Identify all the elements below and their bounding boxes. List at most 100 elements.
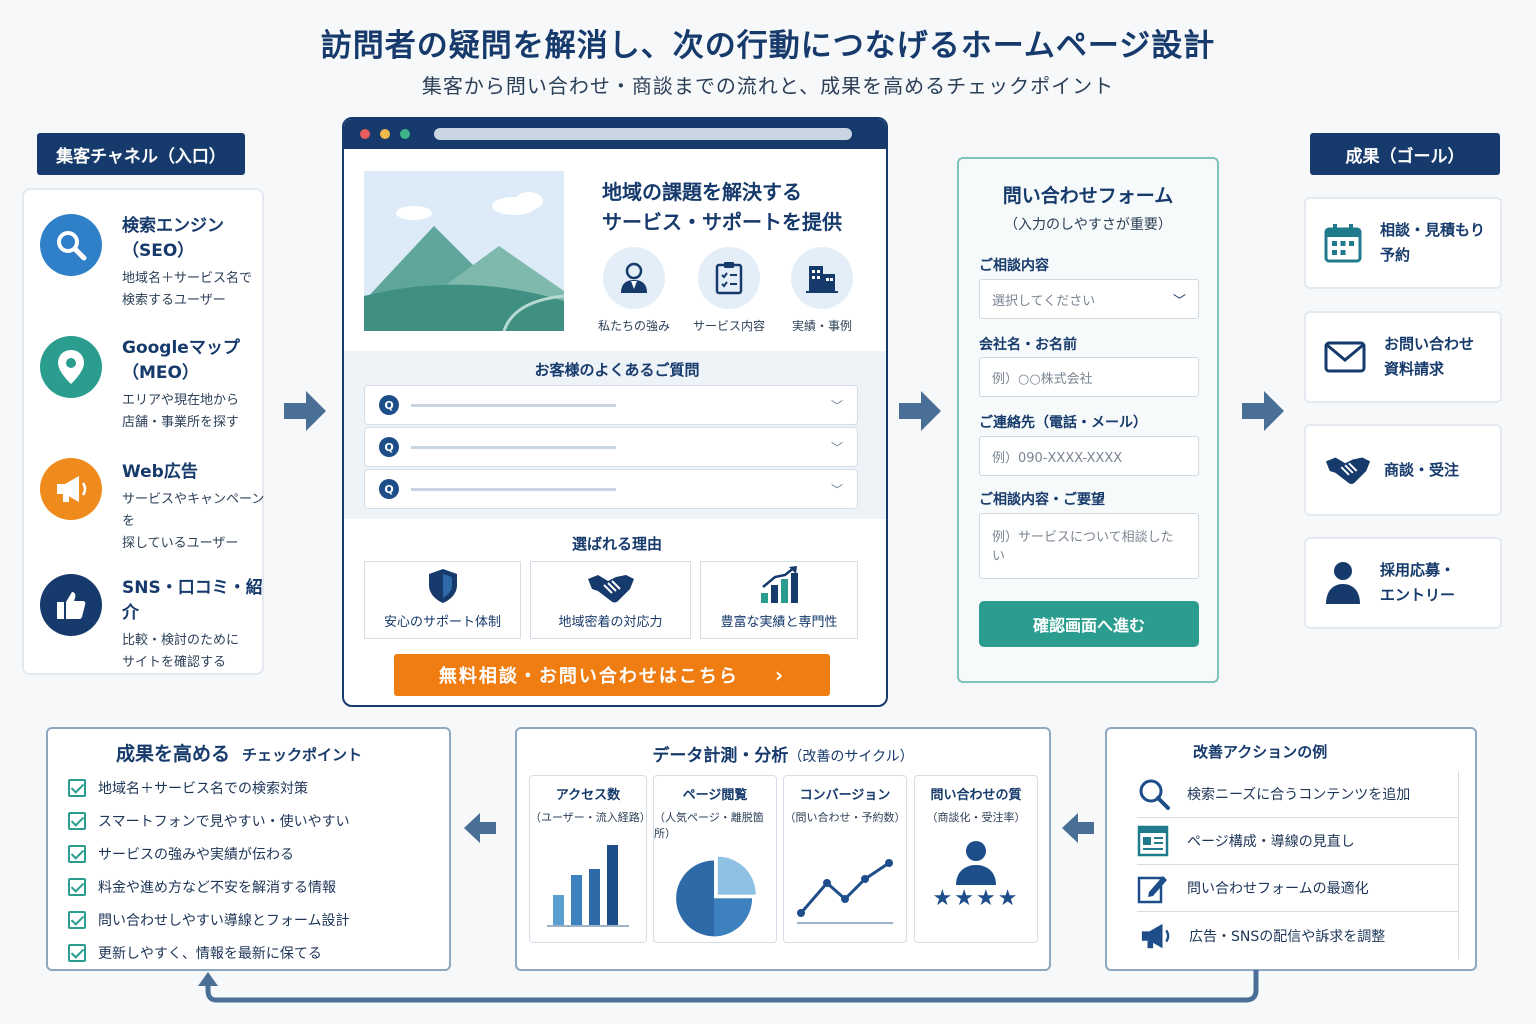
goal-card: お問い合わせ資料請求	[1304, 311, 1502, 403]
website-mockup: 地域の課題を解決する サービス・サポートを提供 私たちの強み サービス内容 実績…	[342, 117, 888, 707]
flow-arrow-left-icon	[1060, 810, 1096, 846]
request-textarea[interactable]: 例）サービスについて相談したい	[979, 513, 1199, 579]
checklist-item: スマートフォンで見やすい・使いやすい	[68, 804, 350, 837]
faq-item[interactable]: Q ﹀	[364, 469, 858, 509]
goal-card: 商談・受注	[1304, 424, 1502, 516]
chevron-right-icon: ›	[774, 663, 786, 687]
faq-item[interactable]: Q ﹀	[364, 385, 858, 425]
checkbox-checked-icon	[68, 778, 86, 797]
channel-desc: 比較・検討のために	[122, 633, 240, 648]
mail-icon	[1324, 341, 1366, 373]
megaphone-icon	[1141, 923, 1170, 948]
service-link-content[interactable]: サービス内容	[687, 247, 771, 334]
rating-icon	[956, 841, 996, 885]
reasons-title: 選ばれる理由	[571, 535, 662, 553]
goal-label: 予約	[1380, 246, 1411, 264]
calendar-icon	[1324, 224, 1362, 263]
goal-label: 商談・受注	[1384, 460, 1460, 479]
faq-placeholder-line	[411, 403, 616, 407]
service-link-cases[interactable]: 実績・事例	[784, 247, 860, 334]
channel-title: SNS・口コミ・紹介	[122, 578, 263, 623]
actions-title: 改善アクションの例	[1193, 743, 1328, 761]
analysis-title: データ計測・分析	[652, 746, 789, 766]
address-bar[interactable]	[434, 128, 852, 140]
action-item: 問い合わせフォームの最適化	[1137, 865, 1458, 912]
input-placeholder: 例）090-XXXX-XXXX	[992, 450, 1123, 466]
shield-icon	[428, 569, 457, 603]
checklist-item: 料金や進め方など不安を解消する情報	[68, 870, 350, 903]
flow-arrow-right-icon	[1240, 388, 1286, 434]
input-placeholder: 例）サービスについて相談したい	[992, 530, 1174, 564]
line-chart-icon	[797, 859, 893, 924]
thumbs-up-icon	[40, 574, 102, 636]
action-item: ページ構成・導線の見直し	[1137, 818, 1458, 865]
metric-subtitle: （ユーザー・流入経路）	[530, 811, 651, 824]
person-icon	[1326, 562, 1360, 604]
contact-input[interactable]: 例）090-XXXX-XXXX	[979, 436, 1199, 476]
contact-form-panel: 問い合わせフォーム （入力のしやすさが重要） ご相談内容 選択してください ﹀ …	[957, 157, 1219, 683]
page-title: 訪問者の疑問を解消し、次の行動につなげるホームページ設計	[320, 28, 1216, 64]
search-icon	[40, 214, 102, 276]
reason-label: 豊富な実績と専門性	[720, 615, 838, 630]
consultation-select[interactable]: 選択してください ﹀	[979, 279, 1199, 319]
faq-placeholder-line	[411, 487, 616, 491]
staff-icon	[603, 247, 665, 309]
hero-headline: サービス・サポートを提供	[602, 210, 842, 234]
channel-desc: 地域名＋サービス名で	[122, 271, 253, 286]
growth-chart-icon	[761, 566, 798, 603]
cta-label: 無料相談・お問い合わせはこちら	[438, 666, 739, 687]
checkbox-checked-icon	[68, 844, 86, 863]
layout-icon	[1137, 825, 1169, 857]
channel-sns: SNS・口コミ・紹介 比較・検討のために サイトを確認する	[40, 574, 263, 670]
feedback-loop-arrow-icon	[196, 968, 1266, 1012]
faq-item[interactable]: Q ﹀	[364, 427, 858, 467]
metric-title: コンバージョン	[799, 788, 891, 803]
hero-headline: 地域の課題を解決する	[602, 180, 802, 204]
channel-title: 検索エンジン	[122, 216, 224, 236]
channel-desc: 店舗・事業所を探す	[122, 415, 240, 430]
channels-header: 集客チャネル（入口）	[37, 133, 245, 175]
channel-desc: サービスやキャンペーンを	[122, 492, 265, 529]
action-item: 広告・SNSの配信や訴求を調整	[1137, 912, 1458, 959]
question-icon: Q	[379, 479, 399, 499]
checkpoints-title: 成果を高める	[116, 743, 231, 765]
question-icon: Q	[379, 395, 399, 415]
faq-placeholder-line	[411, 445, 616, 449]
service-link-strengths[interactable]: 私たちの強み	[596, 247, 672, 334]
building-icon	[791, 247, 853, 309]
browser-titlebar	[344, 119, 886, 149]
goals-header: 成果（ゴール）	[1310, 133, 1500, 175]
checklist-item: 問い合わせしやすい導線とフォーム設計	[68, 903, 350, 936]
megaphone-icon	[40, 458, 102, 520]
select-placeholder: 選択してください	[992, 293, 1096, 309]
channel-seo: 検索エンジン （SEO） 地域名＋サービス名で 検索するユーザー	[40, 214, 252, 308]
checklist-item: サービスの強みや実績が伝わる	[68, 837, 350, 870]
checklist-text: サービスの強みや実績が伝わる	[98, 846, 294, 863]
bar-chart-icon	[547, 845, 629, 927]
page-subtitle: 集客から問い合わせ・商談までの流れと、成果を高めるチェックポイント	[421, 74, 1115, 98]
checklist-text: スマートフォンで見やすい・使いやすい	[98, 813, 350, 830]
metric-card: ページ閲覧 （人気ページ・離脱箇所）	[653, 775, 777, 943]
confirm-button[interactable]: 確認画面へ進む	[979, 601, 1199, 647]
maximize-dot-icon	[400, 129, 410, 139]
checklist-text: 更新しやすく、情報を最新に保てる	[98, 945, 322, 962]
channel-title: Web広告	[122, 462, 198, 482]
form-subtitle: （入力のしやすさが重要）	[1004, 217, 1172, 233]
checkpoints-panel: 成果を高める チェックポイント 地域名＋サービス名での検索対策 スマートフォンで…	[46, 727, 451, 971]
metric-title: ページ閲覧	[682, 788, 748, 803]
analysis-subtitle: （改善のサイクル）	[788, 749, 914, 765]
goal-label: 資料請求	[1384, 360, 1445, 378]
field-label: ご相談内容・ご要望	[979, 492, 1105, 508]
question-icon: Q	[379, 437, 399, 457]
goal-card: 相談・見積もり予約	[1304, 197, 1502, 289]
metric-subtitle: （人気ページ・離脱箇所）	[654, 811, 764, 840]
channel-ads: Web広告 サービスやキャンペーンを 探しているユーザー	[40, 458, 264, 551]
metric-card: コンバージョン （問い合わせ・予約数）	[783, 775, 907, 943]
faq-title: お客様のよくあるご質問	[534, 361, 700, 379]
service-label: 私たちの強み	[597, 319, 670, 333]
faq-section: お客様のよくあるご質問 Q ﹀ Q ﹀ Q ﹀	[344, 351, 886, 519]
metric-card: 問い合わせの質 （商談化・受注率） ★★★★	[914, 775, 1038, 943]
company-name-input[interactable]: 例）○○株式会社	[979, 357, 1199, 397]
channel-meo: Googleマップ （MEO） エリアや現在地から 店舗・事業所を探す	[40, 336, 240, 430]
cta-button[interactable]: 無料相談・お問い合わせはこちら ›	[394, 654, 830, 696]
